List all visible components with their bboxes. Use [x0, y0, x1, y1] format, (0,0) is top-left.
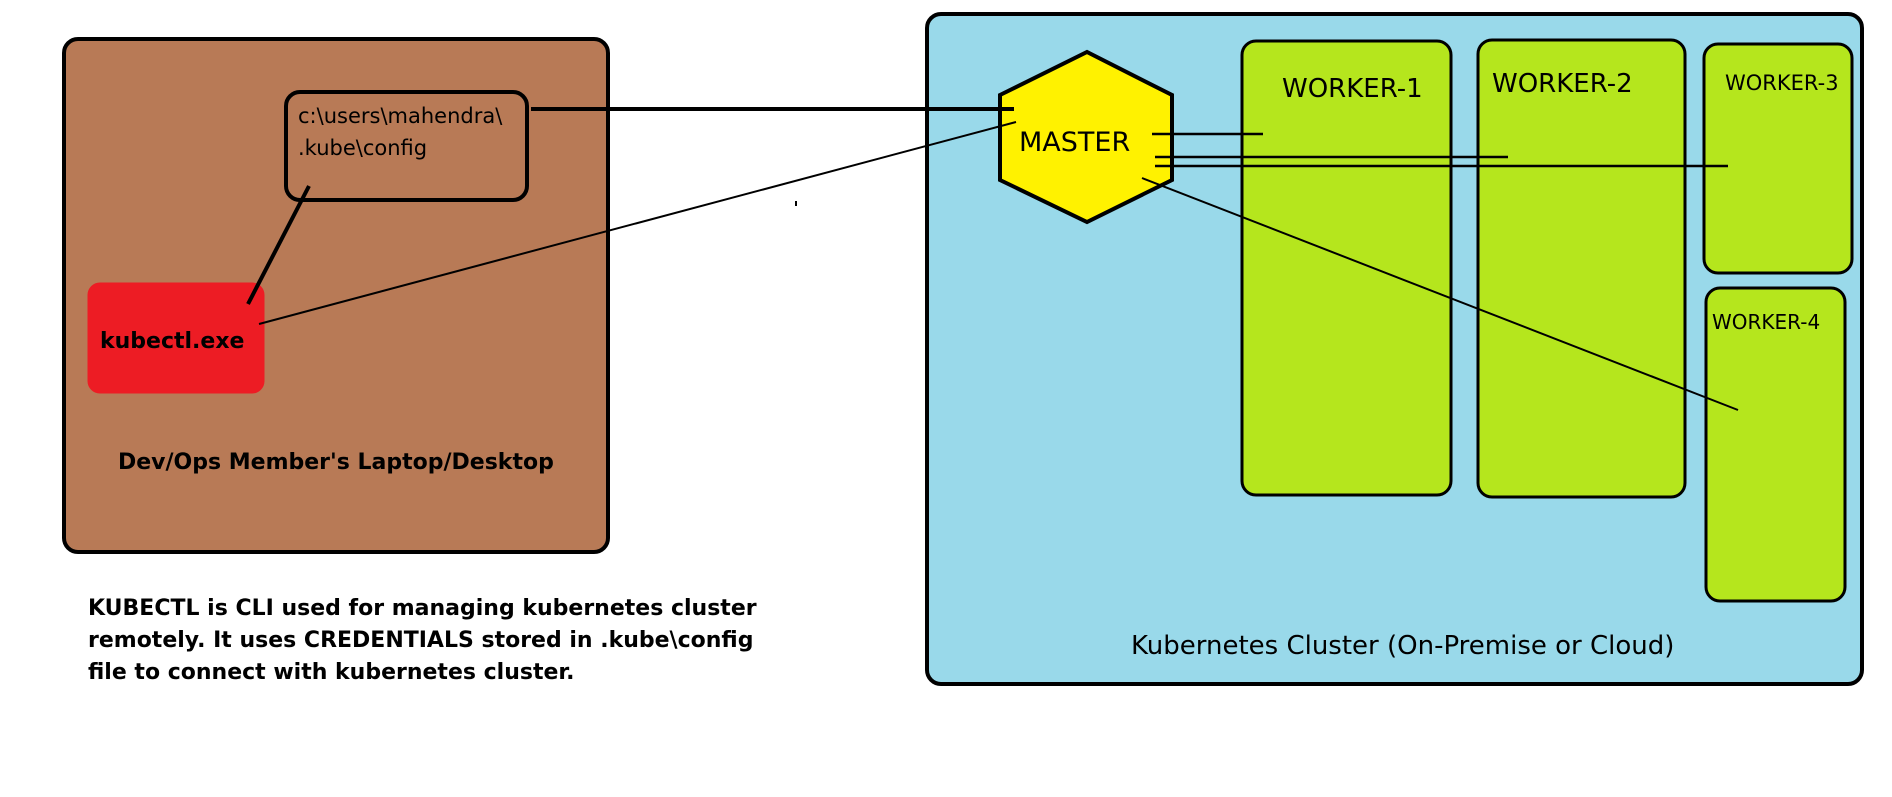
note-line-3: file to connect with kubernetes cluster.	[88, 660, 575, 685]
laptop-label: Dev/Ops Member's Laptop/Desktop	[118, 450, 554, 475]
worker-3-label: WORKER-3	[1725, 71, 1839, 95]
worker-3-node	[1702, 42, 1854, 275]
kubectl-to-master-line	[258, 121, 1017, 325]
config-path-line2: .kube\config	[298, 136, 428, 160]
worker-1-label: WORKER-1	[1282, 74, 1423, 104]
stray-dot	[795, 201, 797, 206]
worker-1-node	[1240, 39, 1453, 497]
worker-4-label: WORKER-4	[1712, 310, 1821, 334]
master-to-worker-4-line	[1141, 177, 1739, 411]
worker-2-label: WORKER-2	[1492, 69, 1633, 99]
description-note: KUBECTL is CLI used for managing kuberne…	[88, 593, 757, 689]
note-line-2: remotely. It uses CREDENTIALS stored in …	[88, 628, 754, 653]
kubectl-box	[87, 282, 265, 394]
kubectl-label: kubectl.exe	[100, 329, 245, 354]
cluster-label: Kubernetes Cluster (On-Premise or Cloud)	[1131, 631, 1675, 661]
config-path-line1: c:\users\mahendra\	[298, 104, 503, 128]
worker-4-node	[1704, 286, 1847, 603]
master-label: MASTER	[1019, 127, 1131, 158]
config-to-kubectl-line	[246, 185, 311, 305]
master-node	[998, 49, 1174, 225]
worker-2-node	[1476, 38, 1687, 499]
config-file-box	[284, 90, 529, 202]
note-line-1: KUBECTL is CLI used for managing kuberne…	[88, 596, 757, 621]
